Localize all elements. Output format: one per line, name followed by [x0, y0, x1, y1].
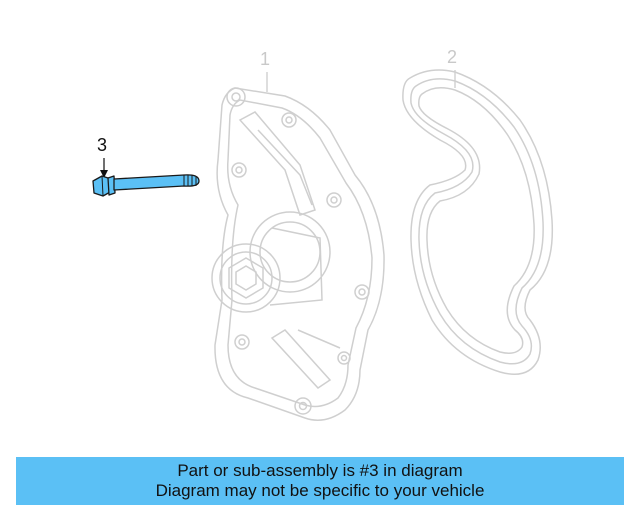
parts-diagram: [92, 69, 554, 421]
bolt-flange: [107, 175, 116, 196]
callout-3-arrowhead: [100, 170, 108, 178]
caption-banner: Part or sub-assembly is #3 in diagram Di…: [16, 457, 624, 505]
water-pump-outline: [211, 87, 385, 421]
callout-number-2: 2: [447, 47, 458, 67]
caption-line-1: Part or sub-assembly is #3 in diagram: [177, 461, 463, 480]
callout-number-3: 3: [97, 135, 108, 155]
bolt-part-3: [92, 174, 200, 197]
callout-number-1: 1: [260, 49, 271, 69]
caption-line-2: Diagram may not be specific to your vehi…: [155, 481, 485, 500]
bolt-shank: [113, 174, 200, 191]
drive-belt-outline: [402, 69, 554, 375]
